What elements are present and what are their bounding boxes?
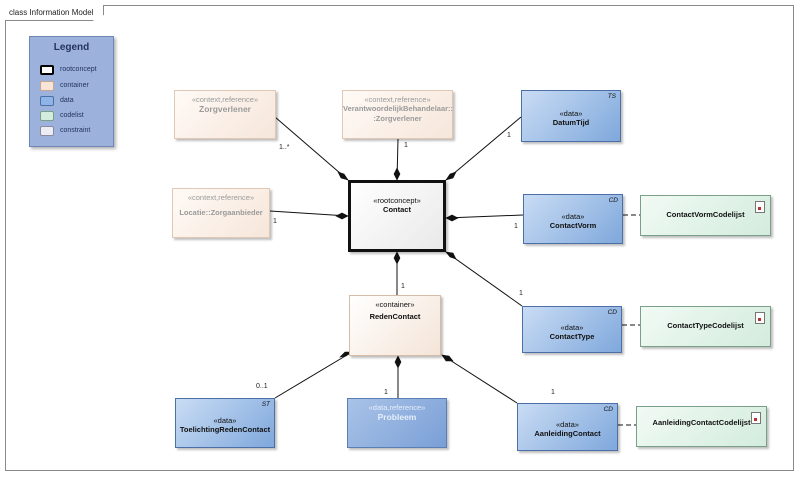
class-name: VerantwoordelijkBehandelaar:: (343, 104, 454, 113)
multiplicity-locatie: 1 (273, 218, 277, 225)
diamond-contact-locatie (335, 212, 349, 220)
diamond-redencontact-probleem (394, 355, 402, 369)
multiplicity-toelichting: 0..1 (256, 383, 268, 390)
legend-label: data (60, 97, 74, 104)
legend-swatch-container (40, 81, 54, 91)
legend-label: constraint (60, 127, 91, 134)
multiplicity-probleem: 1 (384, 389, 388, 396)
edge-contact-contactvorm (445, 214, 524, 219)
diamond-redencontact-aanleiding (441, 354, 454, 362)
class-name: DatumTijd (552, 118, 590, 127)
edge-redencontact-toelichting (274, 351, 353, 399)
legend-swatch-data (40, 96, 54, 106)
edge-contact-zorgverlener (274, 116, 349, 181)
class-name: ToelichtingRedenContact (179, 425, 271, 434)
diamond-contact-verantwoordelijk (393, 167, 401, 181)
diamond-contact-zorgverlener (337, 171, 349, 181)
class-stereotype: «data» (556, 420, 579, 429)
class-contactvorm[interactable]: CD «data» ContactVorm (523, 194, 623, 244)
legend-swatch-constraint (40, 126, 54, 136)
legend: Legend rootconcept container data codeli… (29, 36, 114, 147)
document-icon (755, 312, 765, 324)
class-contacttype[interactable]: CD «data» ContactType (522, 306, 622, 353)
legend-swatch-rootconcept (40, 65, 54, 75)
class-name-line2: :Zorgverlener (373, 114, 422, 123)
document-icon (755, 201, 765, 213)
class-name: Probleem (377, 412, 417, 422)
class-contact[interactable]: «rootconcept» Contact (348, 180, 446, 252)
diagram-frame (5, 5, 794, 471)
class-type-tag: CD (607, 309, 617, 316)
class-stereotype: «data» (561, 212, 585, 221)
multiplicity-contactvorm: 1 (514, 223, 518, 230)
class-name: RedenContact (369, 312, 421, 321)
class-aanleidingcontact-codelijst[interactable]: AanleidingContactCodelijst (636, 406, 767, 447)
diamond-contact-datumtijd (445, 171, 457, 181)
class-contacttype-codelijst[interactable]: ContactTypeCodelijst (640, 306, 771, 347)
multiplicity-verantwoordelijk: 1 (404, 142, 408, 149)
edge-contact-contacttype (445, 251, 523, 307)
edge-contact-datumtijd (445, 116, 522, 181)
diamond-contact-redencontact (393, 251, 401, 265)
class-stereotype: «container» (375, 300, 415, 309)
class-aanleidingcontact[interactable]: CD «data» AanleidingContact (517, 403, 618, 451)
legend-swatch-codelist (40, 111, 54, 121)
legend-label: rootconcept (60, 66, 97, 73)
class-zorgverlener[interactable]: «context,reference» Zorgverlener (174, 90, 276, 139)
class-name: Locatie::Zorgaanbieder (179, 208, 263, 217)
class-name: ContactType (549, 332, 595, 341)
class-redencontact[interactable]: «container» RedenContact (349, 295, 441, 356)
document-icon (751, 412, 761, 424)
multiplicity-zorgverlener: 1..* (279, 144, 290, 151)
class-type-tag: TS (607, 93, 616, 100)
class-stereotype: «data» (559, 109, 583, 118)
diamond-contact-contactvorm (445, 214, 459, 222)
class-stereotype: «data» (560, 323, 584, 332)
class-stereotype: «context,reference» (187, 193, 255, 202)
legend-title: Legend (53, 42, 90, 53)
class-stereotype: «context,reference» (191, 95, 259, 104)
class-name: ContactVormCodelijst (666, 210, 745, 219)
class-verantwoordelijk-behandelaar[interactable]: «context,reference» VerantwoordelijkBeha… (342, 90, 453, 139)
diamond-contact-contacttype (445, 251, 457, 260)
class-name: AanleidingContact (534, 429, 601, 438)
class-name: AanleidingContactCodelijst (652, 418, 751, 427)
multiplicity-contacttype: 1 (519, 290, 523, 297)
class-name: Contact (383, 205, 411, 214)
class-type-tag: ST (261, 401, 270, 408)
multiplicity-aanleiding: 1 (551, 389, 555, 396)
class-type-tag: CD (608, 197, 618, 204)
legend-label: container (60, 82, 89, 89)
class-type-tag: CD (603, 406, 613, 413)
class-toelichting-redencontact[interactable]: ST «data» ToelichtingRedenContact (175, 398, 275, 448)
class-locatie-zorgaanbieder[interactable]: «context,reference» Locatie::Zorgaanbied… (172, 188, 270, 238)
edge-redencontact-aanleiding (441, 354, 518, 404)
diagram-frame-title: class Information Model (5, 5, 105, 21)
class-stereotype: «context,reference» (364, 95, 431, 104)
class-stereotype: «rootconcept» (373, 196, 421, 205)
class-name: Zorgverlener (199, 104, 251, 114)
class-stereotype: «data» (213, 416, 237, 425)
legend-label: codelist (60, 112, 84, 119)
class-name: ContactVorm (549, 221, 597, 230)
class-contactvorm-codelijst[interactable]: ContactVormCodelijst (640, 195, 771, 236)
class-name: ContactTypeCodelijst (667, 321, 744, 330)
edge-contact-locatie (269, 210, 349, 217)
multiplicity-redencontact: 1 (401, 283, 405, 290)
class-probleem[interactable]: «data,reference» Probleem (347, 398, 447, 448)
class-stereotype: «data,reference» (368, 403, 426, 412)
class-datumtijd[interactable]: TS «data» DatumTijd (521, 90, 621, 142)
multiplicity-datumtijd: 1 (507, 132, 511, 139)
